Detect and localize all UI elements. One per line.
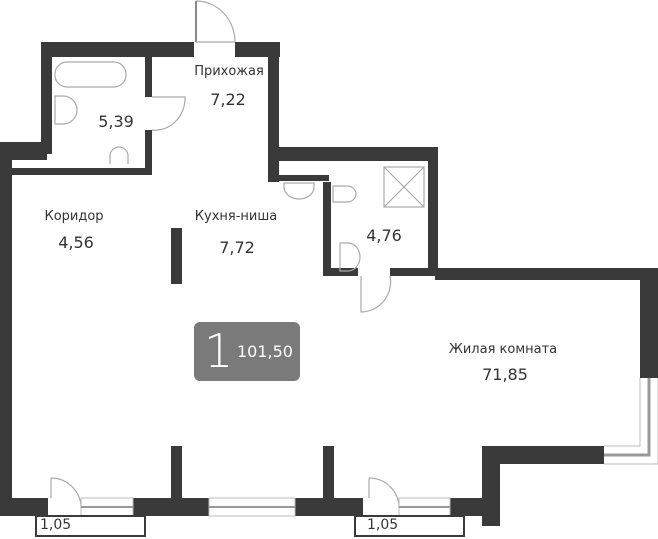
- room-area-shower-room: 4,76: [366, 226, 402, 245]
- room-name-kitchen: Кухня-ниша: [194, 209, 278, 224]
- room-area-hallway: 7,22: [210, 90, 246, 109]
- rooms-count: 1: [204, 324, 234, 378]
- balcony-dimension-right: 1,05: [367, 517, 399, 533]
- room-name-living-room: Жилая комната: [448, 342, 558, 357]
- balcony-outlines: [35, 515, 465, 537]
- room-area-bathroom: 5,39: [98, 112, 134, 131]
- apartment-summary-badge: 1 101,50: [194, 322, 300, 381]
- windows: [80, 378, 658, 517]
- room-area-living-room: 71,85: [482, 365, 528, 384]
- total-area: 101,50: [237, 342, 293, 361]
- walls: [0, 42, 658, 526]
- room-name-corridor: Коридор: [44, 209, 104, 224]
- room-area-kitchen: 7,72: [219, 238, 255, 257]
- balcony-dimension-left: 1,05: [40, 517, 72, 533]
- room-name-hallway: Прихожая: [194, 64, 264, 79]
- room-area-corridor: 4,56: [58, 233, 94, 252]
- fixtures: [50, 0, 425, 509]
